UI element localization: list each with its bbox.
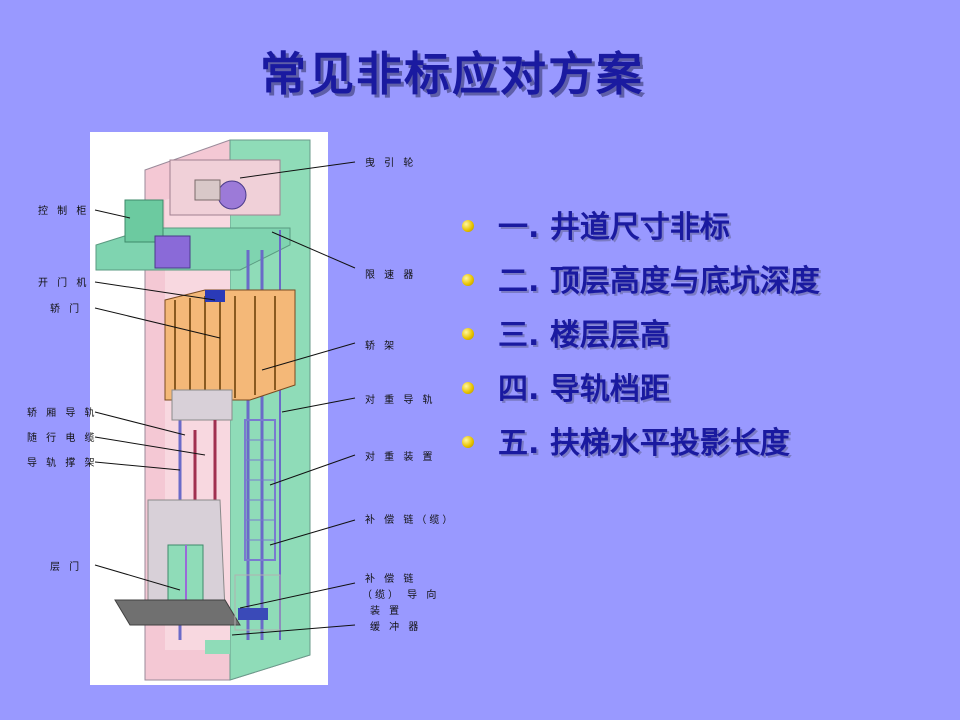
bullet-dot-icon: [462, 274, 474, 286]
bullet-item: 五. 扶梯水平投影长度: [462, 422, 820, 476]
bullet-item: 三. 楼层层高: [462, 314, 820, 368]
slide-title: 常见非标应对方案: [260, 47, 644, 101]
label-car-door: 轿 门: [50, 304, 83, 315]
label-compensation-guide-2: （缆） 导 向: [362, 590, 440, 601]
label-speed-governor: 限 速 器: [365, 270, 417, 281]
label-buffer: 缓 冲 器: [370, 622, 422, 633]
label-car-guide-rail: 轿 厢 导 轨: [27, 408, 98, 419]
label-control-cabinet: 控 制 柜: [38, 206, 90, 217]
bullet-list: 一. 井道尺寸非标 二. 顶层高度与底坑深度 三. 楼层层高 四. 导轨档距 五…: [462, 206, 820, 476]
label-compensation-guide-3: 装 置: [370, 606, 403, 617]
label-counterweight: 对 重 装 置: [365, 452, 436, 463]
label-rail-bracket: 导 轨 撑 架: [27, 458, 98, 469]
label-compensation-chain: 补 偿 链（缆）: [365, 515, 456, 526]
bullet-item: 一. 井道尺寸非标: [462, 206, 820, 260]
label-counterweight-rail: 对 重 导 轨: [365, 395, 436, 406]
label-compensation-guide-1: 补 偿 链: [365, 574, 417, 585]
bullet-item: 四. 导轨档距: [462, 368, 820, 422]
bullet-dot-icon: [462, 382, 474, 394]
label-car-frame: 轿 架: [365, 341, 398, 352]
label-traction-sheave: 曳 引 轮: [365, 158, 417, 169]
label-landing-door: 层 门: [50, 562, 83, 573]
bullet-dot-icon: [462, 436, 474, 448]
bullet-item: 二. 顶层高度与底坑深度: [462, 260, 820, 314]
label-traveling-cable: 随 行 电 缆: [27, 433, 98, 444]
bullet-dot-icon: [462, 328, 474, 340]
label-door-operator: 开 门 机: [38, 278, 90, 289]
bullet-dot-icon: [462, 220, 474, 232]
